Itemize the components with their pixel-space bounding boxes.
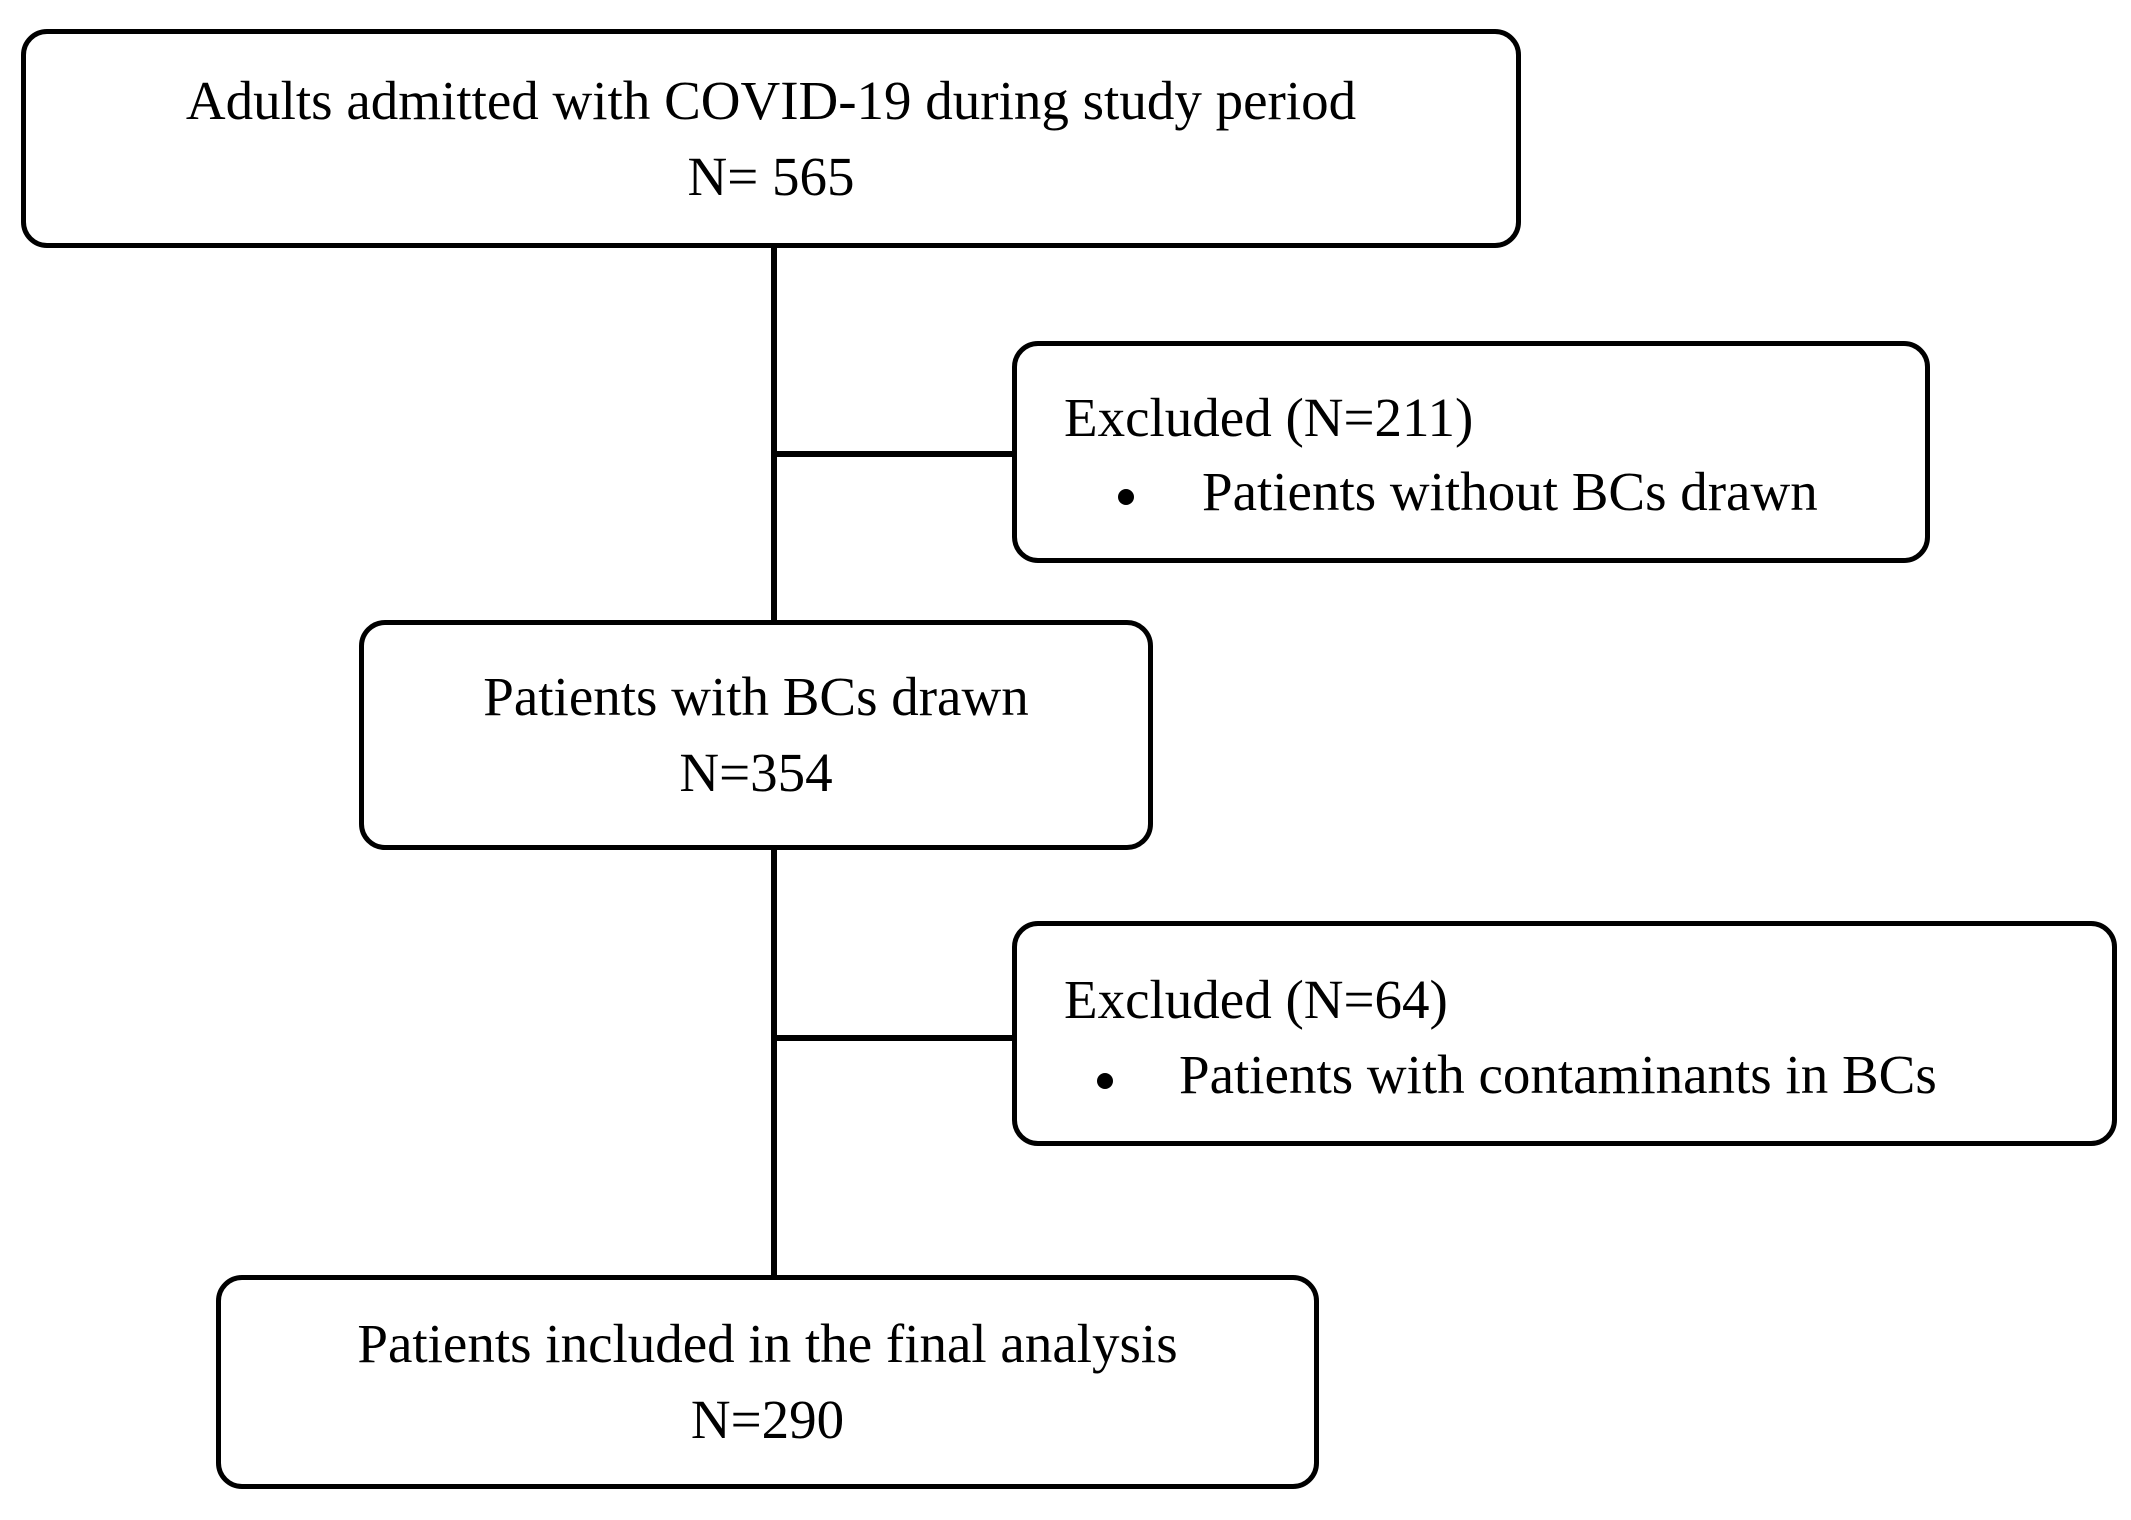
admitted-count: N= 565 xyxy=(687,145,855,207)
with-bcs-box: Patients with BCs drawn N=354 xyxy=(359,620,1153,850)
final-count: N=290 xyxy=(690,1389,845,1450)
excluded-heading-2: Excluded (N=64) xyxy=(1064,969,1448,1030)
excluded-box-2: Excluded (N=64) Patients with contaminan… xyxy=(1012,921,2117,1146)
excluded-reason-2: Patients with contaminants in BCs xyxy=(1179,1044,1937,1105)
with-bcs-count: N=354 xyxy=(679,742,833,803)
bullet-icon xyxy=(1097,1073,1113,1089)
main-flow-connector-2 xyxy=(771,846,777,1278)
bullet-icon xyxy=(1118,489,1134,505)
with-bcs-title: Patients with BCs drawn xyxy=(483,666,1029,727)
exclusion-branch-connector-1 xyxy=(771,451,1015,457)
admitted-title: Adults admitted with COVID-19 during stu… xyxy=(185,69,1357,131)
excluded-box-1: Excluded (N=211) Patients without BCs dr… xyxy=(1012,341,1930,563)
final-title: Patients included in the final analysis xyxy=(357,1313,1178,1374)
excluded-heading-1: Excluded (N=211) xyxy=(1064,387,1474,448)
final-analysis-box: Patients included in the final analysis … xyxy=(216,1275,1319,1489)
admitted-box: Adults admitted with COVID-19 during stu… xyxy=(21,29,1521,248)
exclusion-branch-connector-2 xyxy=(771,1035,1015,1041)
excluded-reason-1: Patients without BCs drawn xyxy=(1202,461,1818,522)
main-flow-connector-1 xyxy=(771,245,777,620)
